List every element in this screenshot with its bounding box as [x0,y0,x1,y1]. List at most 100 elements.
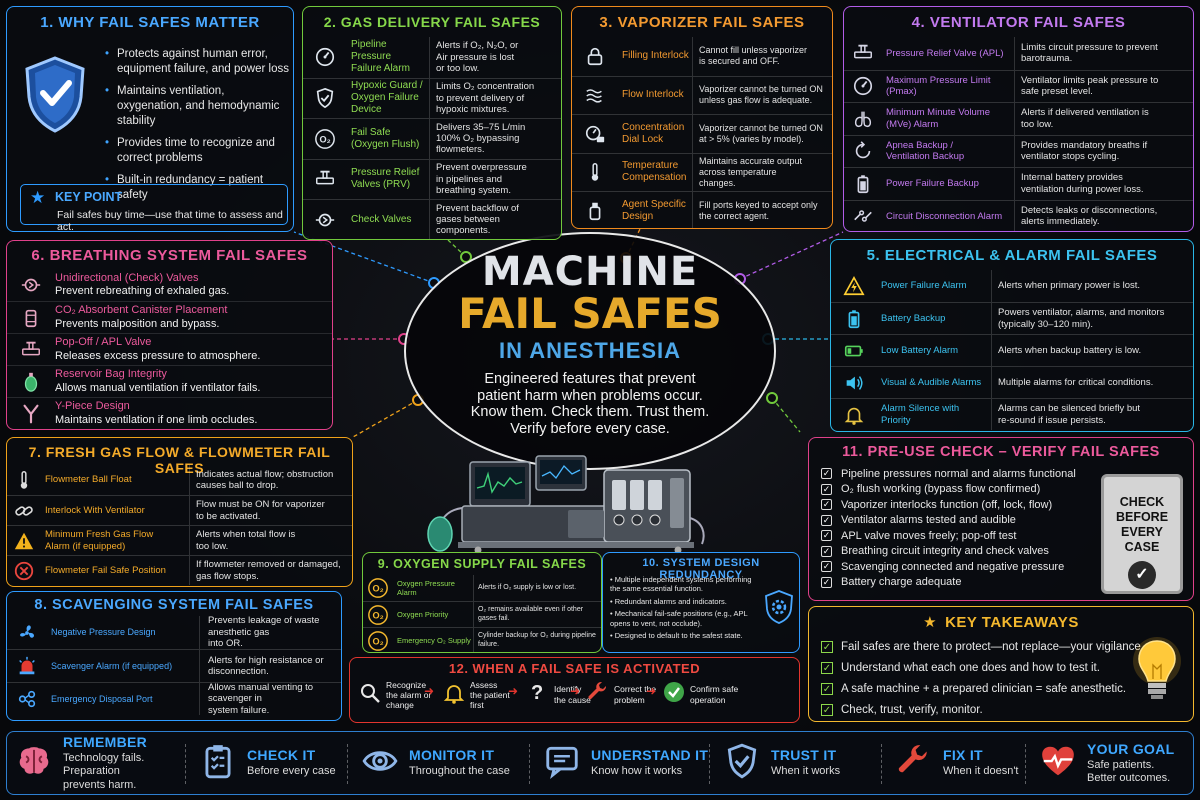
takeaway-list: ✓Fail safes are there to protect—not rep… [821,641,1144,721]
summary-title: REMEMBER [63,734,148,751]
title-line-2: FAIL SAFES [458,289,722,338]
row-name: Negative Pressure Design [51,627,156,638]
table-row: Scavenger Alarm (if equipped)Alerts for … [7,649,341,682]
warning-icon [7,530,41,552]
why-list: Protects against human error, equipment … [105,47,289,209]
checklist-item: ✓Pipeline pressures normal and alarms fu… [821,467,1076,480]
panel-title: KEY TAKEAWAYS [945,614,1079,631]
checkbox-icon: ✓ [821,514,832,526]
gauge-icon [303,46,347,68]
list-item: Protects against human error, equipment … [105,47,289,77]
stop-icon [7,560,41,582]
row-description: Prevents malposition and bypass. [55,317,220,330]
panel-scavenging: 8. SCAVENGING SYSTEM FAIL SAFES Negative… [6,591,342,721]
panel-title: 8. SCAVENGING SYSTEM FAIL SAFES [34,597,314,613]
pre-use-checklist: ✓Pipeline pressures normal and alarms fu… [821,466,1076,590]
o2-icon: O₂ [363,577,393,599]
svg-text:O₂: O₂ [320,134,331,144]
redundancy-list: • Multiple independent systems performin… [610,575,752,640]
center-text: MACHINE FAIL SAFES IN ANESTHESIA Enginee… [444,252,736,438]
question-icon: ? [526,680,550,709]
summary-title: YOUR GOAL [1087,740,1175,757]
flow-icon [572,84,618,106]
check-circle-icon: ✓ [1128,561,1156,589]
valve-icon [303,168,347,190]
connector-line [293,231,435,284]
checkbox-icon: ✓ [821,561,832,573]
row-name: Minimum Minute Volume(MVe) Alarm [886,107,991,130]
bottle-icon [572,200,618,222]
row-name: Circuit Disconnection Alarm [886,210,1003,222]
checklist-item: ✓O₂ flush working (bypass flow confirmed… [821,483,1041,496]
check-icon: ✓ [821,683,833,695]
row-name: Flow Interlock [622,89,684,101]
row-description: Maintains ventilation if one limb occlud… [55,413,258,426]
takeaway-item: ✓Check, trust, verify, monitor. [821,704,983,716]
summary-title: TRUST IT [771,747,837,764]
bag-icon [15,371,47,393]
row-description: Alerts when primary power is lost. [991,270,1193,302]
row-description: Allows manual ventilation if ventilator … [55,381,261,394]
row-name: Pop-Off / APL Valve [55,336,152,349]
row-description: Multiple alarms for critical conditions. [991,367,1193,398]
row-name: Check Valves [351,213,412,225]
link-icon [7,500,41,522]
row-name: Filling Interlock [622,50,689,62]
panel-vaporizer: 3. VAPORIZER FAIL SAFES Filling Interloc… [571,6,833,229]
summary-title: CHECK IT [247,747,316,764]
bell-icon [831,404,877,426]
speaker-icon [831,372,877,394]
row-name: Low Battery Alarm [881,344,959,356]
row-name: Fail Safe(Oxygen Flush) [351,126,420,150]
row-description: Detects leaks or disconnections,alerts i… [1014,200,1193,231]
center-subtitle: Engineered features that prevent patient… [470,371,710,438]
o2-icon: O₂ [363,630,393,652]
checklist-item: ✓Vaporizer interlocks function (off, loc… [821,498,1053,511]
divider [529,744,530,784]
panel-electrical-alarm: 5. ELECTRICAL & ALARM FAIL SAFES Power F… [830,239,1194,432]
checkbox-icon: ✓ [821,468,832,480]
panel-ventilator: 4. VENTILATOR FAIL SAFES Pressure Relief… [843,6,1194,232]
star-icon: ★ [30,188,46,207]
row-name: Power Failure Backup [886,178,979,190]
cycle-icon [844,140,882,162]
o2-icon: O₂ [363,604,393,626]
panel-title: 2. GAS DELIVERY FAIL SAFES [323,14,541,30]
panel-title: 7. FRESH GAS FLOW & FLOWMETER FAIL SAFES [28,444,331,476]
key-point-text: Fail safes buy time—use that time to ass… [57,209,283,232]
summary-title: UNDERSTAND IT [591,747,709,764]
disconnect-icon [844,205,882,227]
panel-fresh-gas-flow: 7. FRESH GAS FLOW & FLOWMETER FAIL SAFES… [6,437,353,587]
list-item: Maintains ventilation, oxygenation, and … [105,84,289,129]
check-before-every-case-card: CHECK BEFORE EVERY CASE ✓ [1101,474,1183,594]
row-name: Power Failure Alarm [881,280,967,292]
summary-title: MONITOR IT [409,747,495,764]
key-point-box: ★ KEY POINT Fail safes buy time—use that… [20,184,288,231]
title-line-3: IN ANESTHESIA [498,338,682,364]
row-name: Emergency O₂ Supply [397,636,471,645]
row-name: Unidirectional (Check) Valves [55,271,199,284]
row-description: Alerts when backup battery is low. [991,335,1193,366]
siren-icon [7,655,47,677]
check-valve-icon [15,274,47,296]
